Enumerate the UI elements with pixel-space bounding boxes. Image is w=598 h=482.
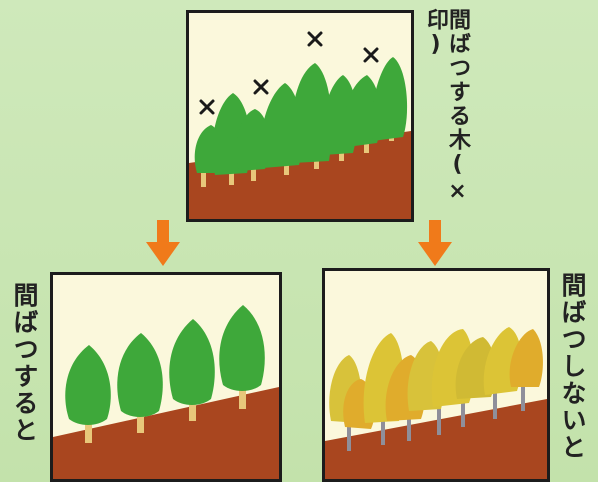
tree-crown [371,57,408,141]
arrow-down-icon [146,220,180,266]
dead-trunk [437,403,441,435]
dead-trunk [407,411,411,441]
soil [325,399,547,479]
trunk [189,393,196,421]
trunk [229,163,234,185]
dead-trunk [347,421,351,451]
tree-crown [219,305,265,391]
trunk [251,159,256,181]
thin-mark-x [253,79,269,95]
soil [189,131,411,219]
tree-crown [169,319,215,405]
before-thinning-illustration [189,31,411,219]
trunk [239,379,246,409]
trunk [85,415,92,443]
after-thinning-illustration [53,305,279,479]
panel-after-thinning [50,272,282,482]
panel-before-thinning [186,10,414,222]
dead-trunk [521,381,525,411]
dead-trunk [493,389,497,419]
trunk [201,171,206,187]
dead-trunk [461,397,465,427]
panel-without-thinning [322,268,550,482]
dead-trunk [381,417,385,445]
label-if-thinned: 間ばつすると [10,282,39,444]
without-thinning-illustration [325,327,547,479]
thin-mark-x [363,47,379,63]
tree-crown [65,345,111,425]
arrow-down-icon [418,220,452,266]
label-if-not-thinned: 間ばつしないと [558,272,587,461]
yellowed-crown [509,329,543,387]
thin-mark-x [307,31,323,47]
soil [53,387,279,479]
thin-mark-x [199,99,215,115]
tree-crown [236,109,270,171]
trunk [137,405,144,433]
label-trees-to-thin: 間ばつする木(×印) [423,8,470,206]
tree-crown [117,333,163,417]
